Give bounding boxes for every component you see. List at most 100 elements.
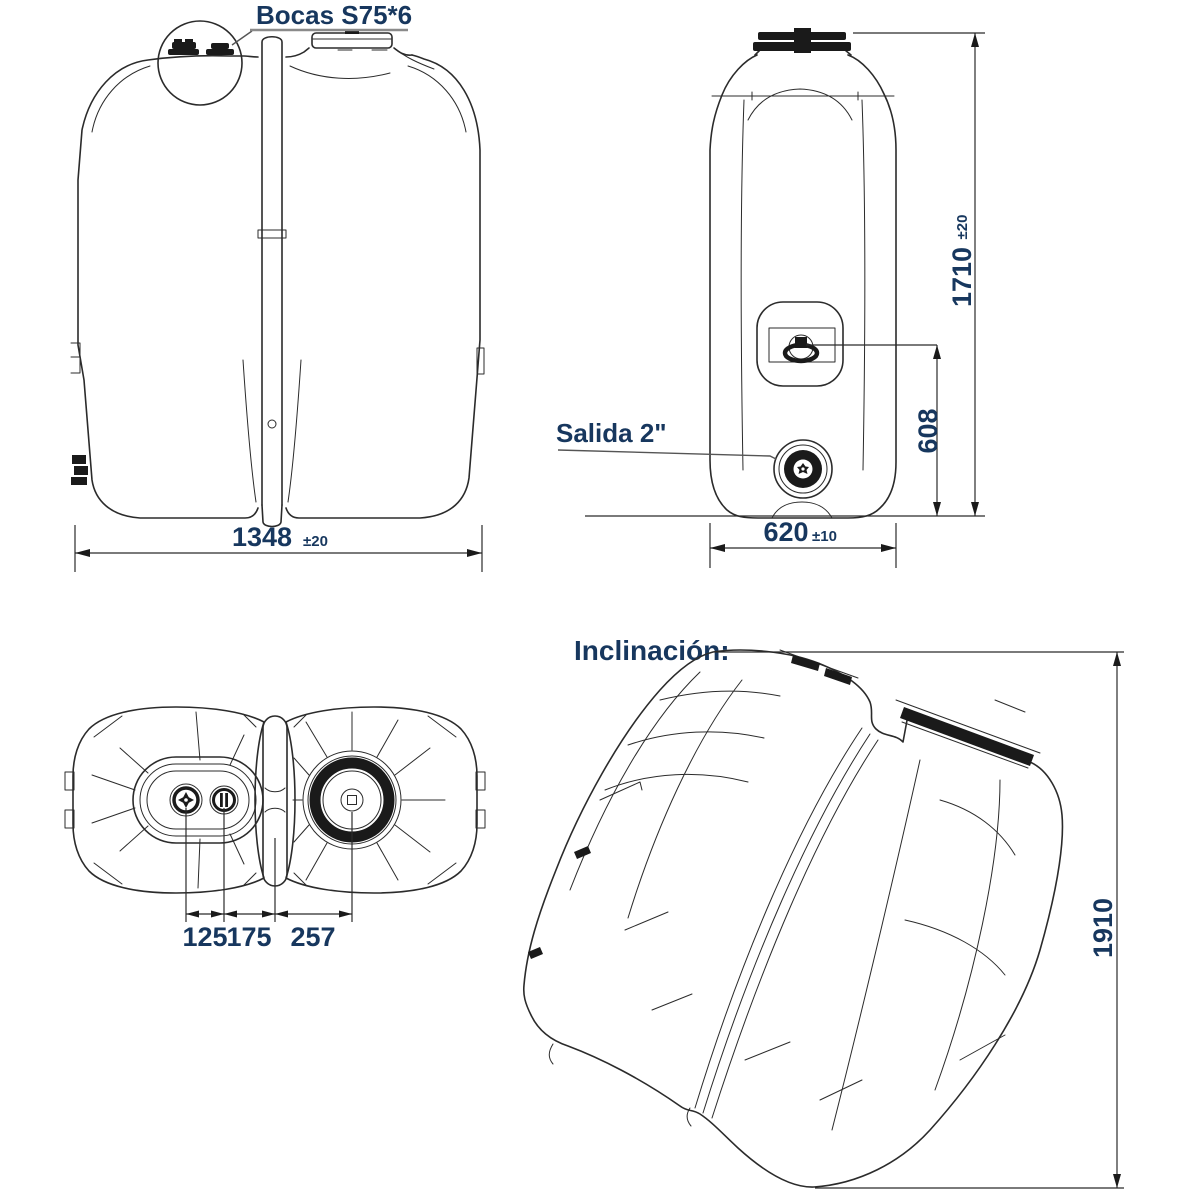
top-recess-mid xyxy=(139,763,257,837)
front-left-bracket-dark-1 xyxy=(72,455,86,464)
side-panel-line xyxy=(711,91,895,101)
mouth-cap-2-base xyxy=(206,49,234,55)
side-height-value: 1710 xyxy=(947,247,977,307)
tilted-left-inner-1 xyxy=(569,671,701,891)
tilted-right-cross-2 xyxy=(904,919,1006,976)
detail-circle xyxy=(157,20,243,106)
top-cap-center-square xyxy=(347,795,357,805)
top-dim-extension-lines xyxy=(185,808,353,922)
top-right-lobe xyxy=(285,706,478,894)
tilted-edge-bracket-1 xyxy=(574,846,591,859)
top-cap-spokes xyxy=(292,711,446,889)
top-dim-arrow-4 xyxy=(339,910,352,918)
front-channel-collar xyxy=(257,229,287,239)
front-width-tolerance: ±20 xyxy=(303,533,328,550)
side-cap-center-block xyxy=(794,28,811,53)
inclinacion-label: Inclinación: xyxy=(574,635,730,666)
top-spacing-mid-value: 175 xyxy=(226,922,271,952)
front-shoulder-curve-2 xyxy=(393,47,435,70)
outlet-height-arrow-bottom xyxy=(933,502,941,516)
front-width-arrow-left xyxy=(75,549,90,557)
top-dim-arrow-2b xyxy=(224,910,237,918)
front-width-arrow-right xyxy=(467,549,482,557)
tilted-detail-segments xyxy=(599,699,1026,1101)
top-right-corner-chamfers xyxy=(293,713,457,887)
side-width-arrow-right xyxy=(881,544,896,552)
mouth-cap-1-bump-a xyxy=(174,39,182,43)
front-channel-bottom xyxy=(261,504,283,528)
top-mouth-2-bar-b xyxy=(225,793,228,807)
bocas-label: Bocas S75*6 xyxy=(256,0,412,30)
tilted-notch-details xyxy=(548,1043,692,1127)
top-mouth-2-bar-a xyxy=(220,793,223,807)
tilted-channel-seam-1 xyxy=(694,727,863,1109)
tilted-channel-seam-2 xyxy=(711,739,879,1119)
side-width-value: 620 xyxy=(763,517,808,547)
top-left-corner-chamfers xyxy=(93,713,257,887)
side-fitting-collar xyxy=(782,342,820,364)
top-spacing-left-value: 125 xyxy=(182,922,227,952)
tilted-arrow-top xyxy=(1113,652,1121,666)
tilted-left-inner-2 xyxy=(627,679,743,919)
mouth-cap-1-lid xyxy=(172,42,196,49)
top-dim-arrow-2a xyxy=(211,910,224,918)
side-width-tolerance: ±10 xyxy=(812,528,837,545)
tilted-left-cross-2 xyxy=(627,731,765,746)
top-recess-inner xyxy=(146,770,250,830)
outlet-star-dot xyxy=(801,467,805,471)
outlet-height-arrow-top xyxy=(933,345,941,359)
inclined-view: Inclinación: 1910 xyxy=(522,635,1124,1189)
front-inner-corner-line-right xyxy=(407,65,467,133)
top-left-edge-tab-2 xyxy=(64,809,75,829)
front-filler-cap-tab xyxy=(345,29,359,34)
top-recess-outer xyxy=(132,756,264,844)
mouth-cap-1-base xyxy=(168,49,199,55)
outlet-outer-circle xyxy=(773,439,833,499)
front-shoulder-curve-1 xyxy=(289,65,391,79)
side-panel-left xyxy=(740,99,745,471)
top-view: 125 175 257 xyxy=(64,706,486,952)
top-mouth-1-dot xyxy=(184,798,188,802)
top-cap-inner-2 xyxy=(340,788,364,812)
side-fitting-body xyxy=(795,337,807,348)
top-left-edge-tab-1 xyxy=(64,771,75,791)
front-width-extension-lines xyxy=(74,525,483,572)
front-view: Bocas S75*6 1348 ±20 xyxy=(70,0,485,572)
side-width-extension-lines xyxy=(709,523,897,568)
outlet-mid-circle xyxy=(778,444,828,494)
tank-front-right-lobe xyxy=(285,54,481,519)
tilted-right-inner-1 xyxy=(831,759,921,1131)
mouth-cap-2-lid xyxy=(211,43,229,49)
front-seam-right xyxy=(287,359,302,503)
tilted-right-inner-2 xyxy=(934,779,1001,1091)
side-height-arrow-bottom xyxy=(971,502,979,516)
tilted-cap-bar-2 xyxy=(824,668,852,685)
tilted-left-cross-3 xyxy=(604,773,749,791)
salida-leader xyxy=(557,449,777,460)
front-seam-left xyxy=(242,359,257,503)
tilted-right-cross-1 xyxy=(939,799,1016,856)
top-left-spokes xyxy=(91,711,245,889)
outlet-height-value: 608 xyxy=(913,408,943,453)
top-channel-waist xyxy=(264,787,286,813)
front-left-bracket-dark-3 xyxy=(71,477,87,485)
tilted-flange-rails xyxy=(895,699,1041,769)
bocas-leader-diagonal xyxy=(231,30,253,46)
top-right-edge-tab-1 xyxy=(475,771,486,791)
front-neck-left xyxy=(285,47,310,58)
tilted-channel-seam-3 xyxy=(702,733,871,1114)
top-spacing-right-value: 257 xyxy=(290,922,335,952)
top-dim-arrow-3b xyxy=(275,910,288,918)
side-height-tolerance: ±20 xyxy=(954,215,971,240)
side-recess-outer xyxy=(756,301,844,387)
side-dome-inner xyxy=(747,88,853,121)
side-bottom-foot xyxy=(771,501,833,519)
top-dim-arrow-3a xyxy=(262,910,275,918)
front-right-bracket xyxy=(476,347,485,375)
tilted-edge-bracket-2 xyxy=(528,947,543,959)
tilted-left-cross-1 xyxy=(659,690,781,701)
top-dim-arrow-1 xyxy=(186,910,199,918)
